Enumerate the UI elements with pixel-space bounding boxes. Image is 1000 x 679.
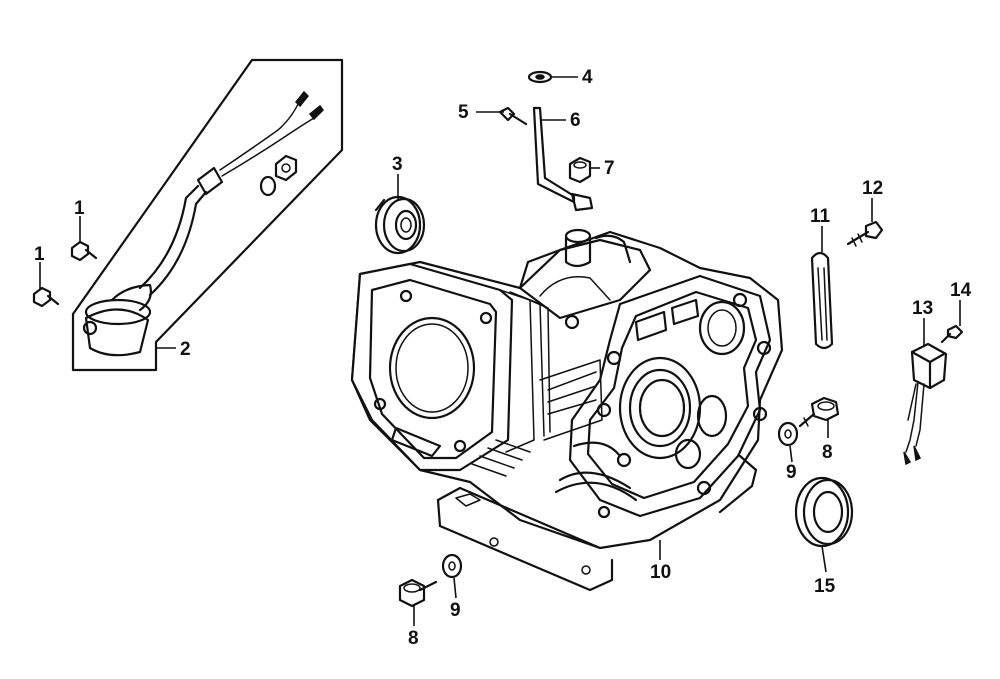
governor-rod-6 <box>532 106 594 212</box>
callout-8-right: 8 <box>822 442 833 463</box>
callout-11: 11 <box>810 206 831 227</box>
callout-9-right: 9 <box>786 462 797 483</box>
washer-4 <box>527 70 553 84</box>
callout-1-upper: 1 <box>74 198 85 219</box>
callout-2: 2 <box>180 339 191 360</box>
coil-13 <box>903 342 948 466</box>
plug-8-right <box>798 396 840 428</box>
crankcase-10 <box>350 228 784 592</box>
callout-5: 5 <box>458 102 469 123</box>
oil-sensor-inset <box>71 58 344 372</box>
callout-10: 10 <box>650 562 671 583</box>
bolt-12 <box>846 220 884 247</box>
callout-13: 13 <box>912 298 933 319</box>
strip-11 <box>810 251 834 350</box>
plug-8-lower <box>398 578 438 608</box>
callout-15: 15 <box>814 576 836 597</box>
callout-1-lower: 1 <box>34 244 45 265</box>
screw-14 <box>940 324 964 344</box>
callout-labels: 1 1 2 3 4 5 6 7 11 12 13 14 8 9 15 10 8 … <box>34 67 972 649</box>
callout-14: 14 <box>950 280 972 301</box>
oil-seal-15 <box>794 476 854 548</box>
callout-8-lower: 8 <box>408 628 419 649</box>
bolt-1-upper <box>70 240 98 262</box>
washer-9-right <box>777 421 799 447</box>
nut-7 <box>568 156 592 184</box>
callout-9-lower: 9 <box>450 600 461 621</box>
leader-lines <box>39 76 961 626</box>
bearing-3 <box>374 195 426 255</box>
callout-12: 12 <box>862 178 883 199</box>
callout-6: 6 <box>570 110 581 131</box>
washer-9-lower <box>441 553 463 579</box>
bolt-1-lower <box>32 286 60 308</box>
bolt-5 <box>498 106 528 126</box>
callout-4: 4 <box>582 67 593 88</box>
callout-7: 7 <box>604 158 615 179</box>
callout-3: 3 <box>392 154 403 175</box>
